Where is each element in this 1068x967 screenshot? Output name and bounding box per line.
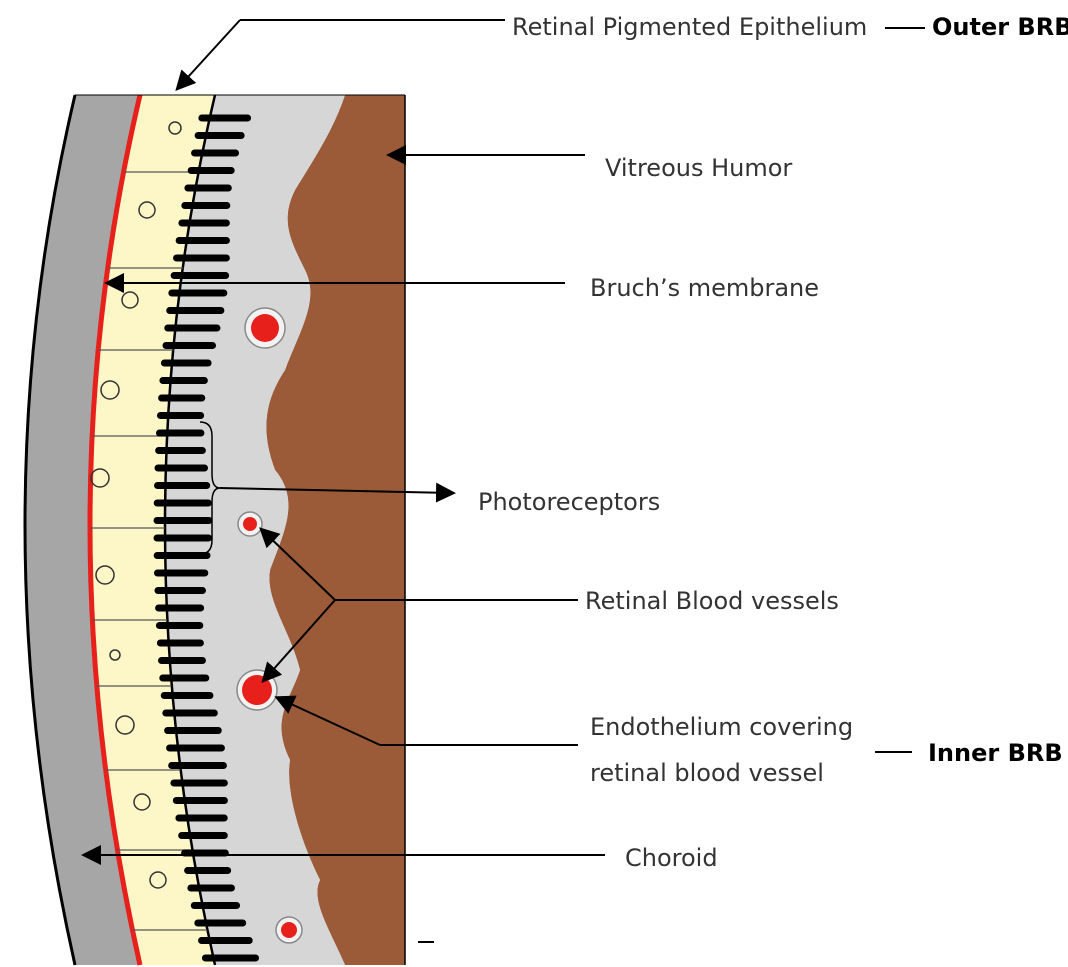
retinal-blood-vessels-label: Retinal Blood vessels xyxy=(585,586,839,616)
rpe-arrow-head xyxy=(178,20,240,88)
blood-vessel-lumen xyxy=(281,922,297,938)
blood-vessel-lumen xyxy=(251,314,279,342)
outer-brb-label: Outer BRB xyxy=(932,12,1068,42)
endothelium-label-line2: retinal blood vessel xyxy=(590,758,824,788)
photoreceptors-label: Photoreceptors xyxy=(478,487,660,517)
choroid-label: Choroid xyxy=(625,843,718,873)
endothelium-label-line1: Endothelium covering xyxy=(590,712,853,742)
blood-vessel-lumen xyxy=(242,675,272,705)
vitreous-humor-label: Vitreous Humor xyxy=(605,153,792,183)
inner-brb-label: Inner BRB xyxy=(928,738,1063,768)
bruchs-membrane-label: Bruch’s membrane xyxy=(590,273,819,303)
rpe-label: Retinal Pigmented Epithelium xyxy=(512,12,867,42)
blood-vessel-lumen xyxy=(243,517,257,531)
